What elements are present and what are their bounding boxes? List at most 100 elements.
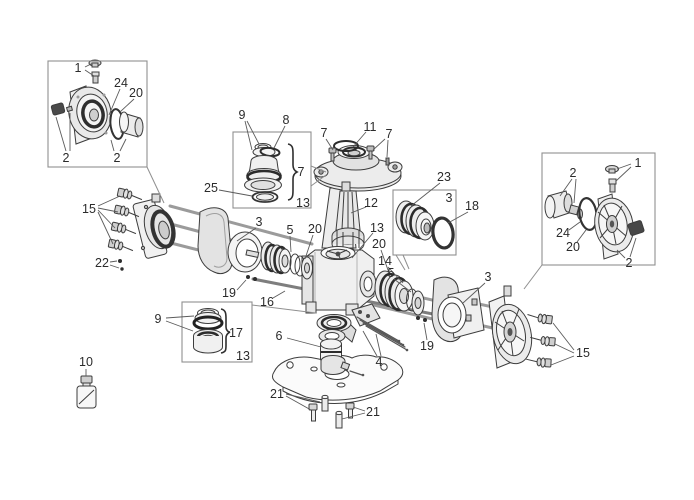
inset-callout-line	[251, 304, 317, 314]
leader-line	[372, 138, 386, 151]
leader-line	[325, 138, 334, 151]
inset-box-piston-ring-detail	[392, 189, 457, 256]
part-label: 20	[372, 236, 386, 251]
leader-line	[341, 412, 366, 420]
inset-head-right	[544, 165, 645, 260]
inset-box-shaft-seal-detail	[232, 131, 312, 209]
leader-line	[97, 209, 116, 229]
leader-line	[244, 120, 253, 151]
leader-line	[110, 139, 115, 152]
leader-line	[352, 406, 366, 412]
leader-line	[286, 337, 322, 348]
leader-line	[246, 120, 260, 145]
part-label: 2	[569, 165, 577, 180]
part-label: 18	[465, 198, 479, 213]
leader-line	[447, 211, 469, 224]
part-label: 16	[260, 294, 274, 309]
leader-line	[559, 178, 573, 197]
leader-line	[380, 249, 390, 274]
leader-line	[272, 290, 286, 299]
part-label: 11	[363, 119, 377, 134]
inset-callout-line	[310, 174, 327, 187]
seal-stack-bottom	[192, 308, 231, 354]
inset-callout-line	[310, 165, 327, 173]
inset-box-left-head-detail	[47, 60, 148, 168]
leader-line	[462, 282, 486, 304]
seal-stack-top	[244, 143, 299, 203]
leader-line	[387, 266, 404, 284]
leader-line	[236, 279, 247, 291]
part-label: 13	[370, 220, 384, 235]
leader-line	[109, 264, 120, 269]
part-label: 2	[625, 255, 633, 270]
leader-line	[362, 330, 378, 357]
piston-right	[374, 270, 425, 316]
part-label: 3	[445, 190, 453, 205]
callout-layer	[47, 60, 656, 420]
leader-line	[616, 163, 632, 170]
part-label: 19	[420, 338, 434, 353]
part-label: 7	[320, 125, 328, 140]
part-label: 4	[375, 354, 383, 369]
part-label: 21	[366, 404, 380, 419]
part-label: 20	[308, 221, 322, 236]
crankcase	[301, 246, 377, 316]
leader-line	[165, 320, 194, 332]
part-label: 20	[129, 85, 143, 100]
part-label: 21	[270, 386, 284, 401]
cylinder-left	[197, 207, 263, 275]
leader-line	[119, 98, 135, 113]
leader-line	[615, 166, 632, 182]
leader-line	[351, 232, 374, 259]
leader-line	[568, 221, 581, 231]
leader-line	[616, 249, 626, 259]
leader-line	[410, 182, 441, 207]
leader-line	[289, 235, 292, 253]
leader-line	[108, 88, 121, 116]
inset-box-right-head-detail	[541, 152, 656, 266]
leader-line	[629, 237, 637, 258]
leader-line	[84, 62, 94, 68]
part-label: 1	[634, 155, 642, 170]
pump-head-right	[465, 285, 556, 369]
inset-callout-line	[523, 264, 543, 290]
part-label: 15	[576, 345, 590, 360]
mounting-studs	[308, 394, 355, 429]
leader-line	[550, 355, 575, 366]
leader-line	[97, 211, 114, 245]
leader-line	[84, 69, 95, 77]
part-label: 5	[387, 265, 395, 280]
leader-line	[304, 234, 314, 260]
part-label: 25	[204, 180, 218, 195]
piston-left	[260, 241, 313, 280]
part-label: 23	[437, 169, 451, 184]
part-label: 22	[95, 255, 109, 270]
part-label: 12	[364, 195, 378, 210]
part-label: 2	[113, 150, 121, 165]
oil-bottle	[76, 375, 97, 409]
part-label: 7	[385, 126, 393, 141]
leader-line	[393, 278, 412, 293]
check-balls	[118, 259, 427, 322]
part-label: 1	[74, 60, 82, 75]
part-label: 9	[154, 311, 162, 326]
leader-line	[350, 206, 367, 214]
part-label: 5	[286, 222, 294, 237]
leader-line	[119, 138, 127, 152]
inset-box-rod-seal-detail	[181, 301, 253, 363]
part-label: 19	[222, 285, 236, 300]
part-label: 10	[79, 354, 93, 369]
part-label: 24	[114, 75, 128, 90]
leader-line	[386, 139, 389, 158]
part-label: 3	[484, 269, 492, 284]
part-label: 13	[236, 348, 250, 363]
part-label: 14	[378, 253, 392, 268]
inset-callout-line	[402, 254, 410, 270]
leader-line	[109, 260, 118, 263]
leader-line	[218, 189, 253, 197]
leader-line	[552, 322, 575, 351]
leader-line	[97, 207, 119, 213]
part-label: 3	[255, 214, 263, 229]
